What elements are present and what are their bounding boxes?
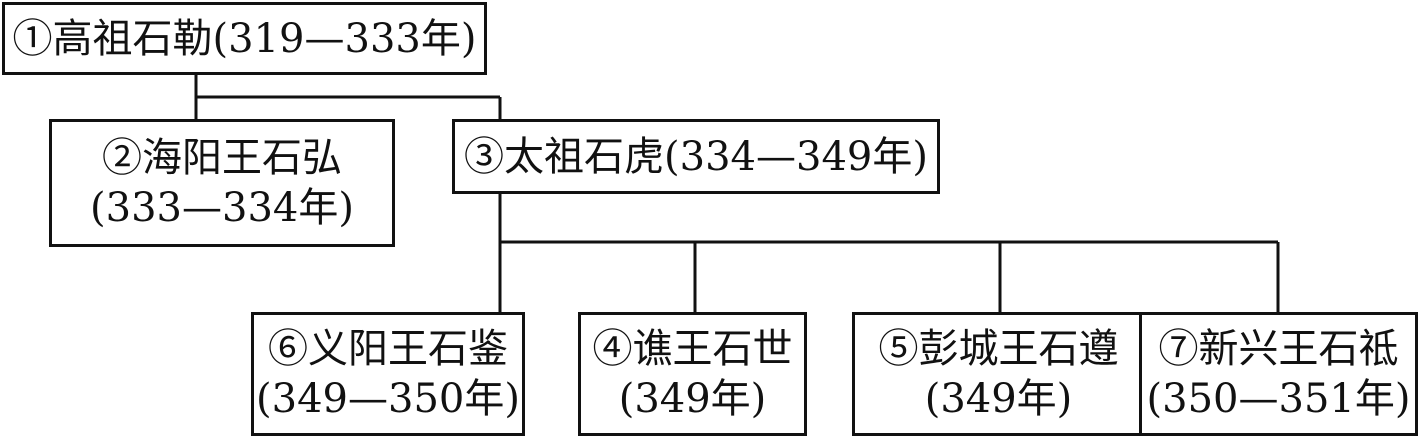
node-shi-zun: ⑤彭城王石遵 (349年)	[852, 312, 1145, 436]
node-shi-hong: ②海阳王石弘 (333—334年)	[49, 119, 395, 247]
node-shi-hu: ③太祖石虎(334—349年)	[452, 119, 940, 194]
node-years: (350—351年)	[1146, 376, 1411, 422]
node-shi-le: ①高祖石勒(319—333年)	[2, 2, 487, 75]
node-years: (334—349年)	[664, 133, 928, 180]
node-years: (349年)	[924, 376, 1073, 422]
node-name: ⑤彭城王石遵	[878, 326, 1119, 372]
node-name: ④谯王石世	[592, 326, 793, 372]
node-name: ⑥义阳王石鉴	[268, 326, 508, 372]
node-years: (319—333年)	[212, 15, 477, 62]
node-years: (333—334年)	[90, 185, 354, 231]
node-name: ①高祖石勒	[12, 15, 213, 62]
node-name: ②海阳王石弘	[102, 135, 342, 181]
node-years: (349—350年)	[256, 376, 520, 422]
node-shi-shi: ④谯王石世 (349年)	[578, 312, 807, 436]
node-shi-zhi: ⑦新兴王石祗 (350—351年)	[1139, 312, 1418, 436]
node-shi-jian: ⑥义阳王石鉴 (349—350年)	[251, 312, 525, 436]
node-name: ⑦新兴王石祗	[1158, 326, 1399, 372]
node-years: (349年)	[618, 376, 767, 422]
node-name: ③太祖石虎	[464, 133, 665, 180]
